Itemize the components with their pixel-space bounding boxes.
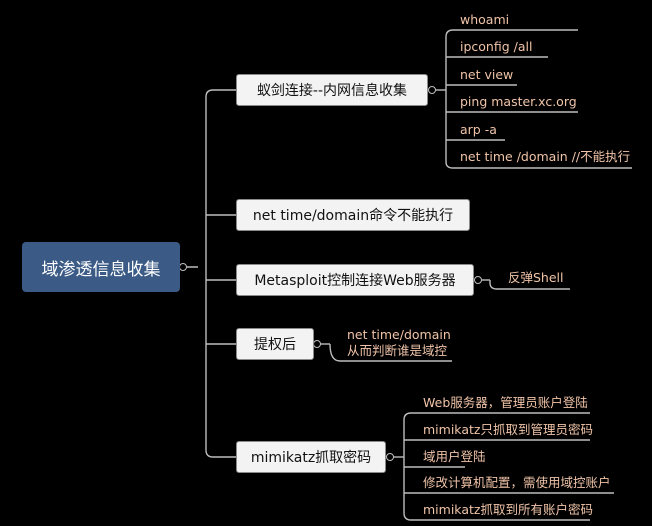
leaf-whoami[interactable]: whoami (460, 12, 510, 27)
branch-net-time-fails[interactable]: net time/domain命令不能执行 (236, 199, 470, 231)
leaf-arp[interactable]: arp -a (460, 122, 497, 137)
leaf-ipconfig[interactable]: ipconfig /all (460, 39, 533, 54)
leaf-net-time[interactable]: net time/domain (347, 327, 451, 342)
root-topic[interactable]: 域渗透信息收集 (22, 242, 180, 292)
branch-metasploit-web-server[interactable]: Metasploit控制连接Web服务器 (236, 264, 474, 296)
leaf-net-view[interactable]: net view (460, 67, 514, 82)
leaf-identify-dc[interactable]: 从而判断谁是域控 (347, 343, 448, 358)
leaf-reverse-shell[interactable]: 反弹Shell (508, 270, 564, 285)
leaf-net-time-domain[interactable]: net time /domain //不能执行 (460, 149, 631, 164)
connector-dot (474, 276, 482, 284)
branch-mimikatz-passwords[interactable]: mimikatz抓取密码 (236, 441, 386, 473)
connector-dot (428, 86, 436, 94)
leaf-modify-computer-config[interactable]: 修改计算机配置，需使用域控账户 (423, 475, 611, 490)
branch-antsword-intranet-recon[interactable]: 蚁剑连接--内网信息收集 (236, 74, 428, 106)
leaf-ping[interactable]: ping master.xc.org (460, 94, 577, 109)
leaf-mimikatz-admin-only[interactable]: mimikatz只抓取到管理员密码 (423, 422, 593, 437)
connector-dot (386, 453, 394, 461)
connector-dot (313, 340, 321, 348)
leaf-mimikatz-all-passwords[interactable]: mimikatz抓取到所有账户密码 (423, 502, 593, 517)
branch-after-privesc[interactable]: 提权后 (236, 328, 314, 360)
leaf-web-admin-login[interactable]: Web服务器，管理员账户登陆 (423, 395, 588, 410)
connector-dot (179, 263, 187, 271)
leaf-domain-user-login[interactable]: 域用户登陆 (423, 449, 486, 464)
